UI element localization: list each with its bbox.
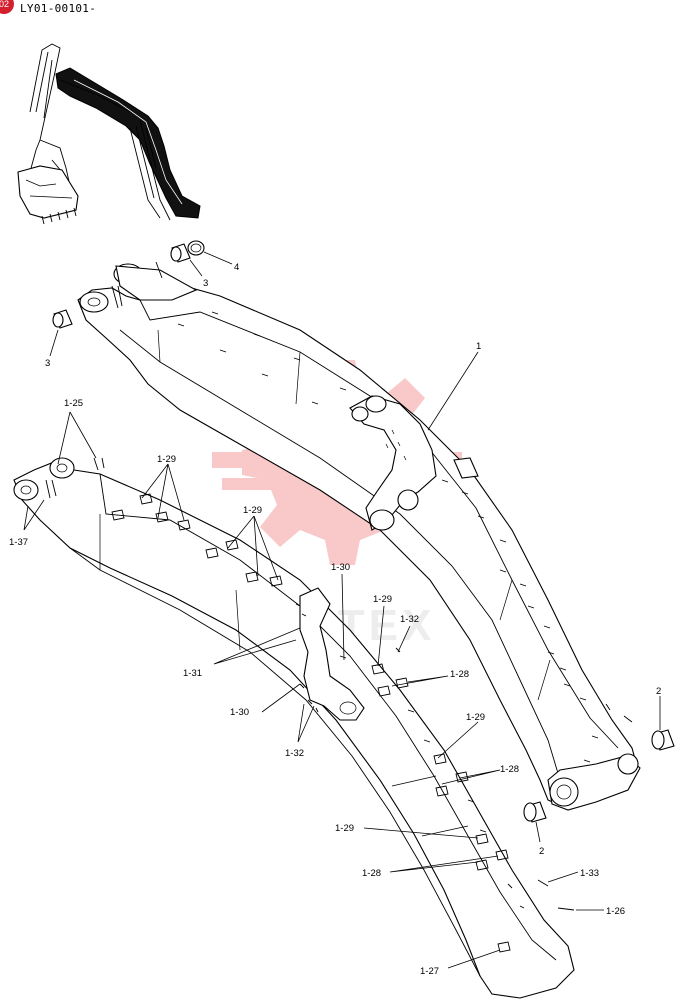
- center-bracket-boss: [397, 489, 419, 511]
- center-bracket-boss: [369, 509, 395, 531]
- callout-1-31: 1-31: [183, 668, 202, 679]
- callout-1-29: 1-29: [335, 823, 354, 834]
- lower-boom-foot-boss: [49, 457, 75, 479]
- callout-1-33: 1-33: [580, 868, 599, 879]
- center-bracket-holes: [385, 429, 407, 461]
- lower-boom-foot-pins: [45, 457, 105, 499]
- thumb-boom-highlight: [55, 67, 201, 219]
- callout-labels: 4 3 3 1 1-25 1-29 1-29 1-37 1-30 1-29 1-…: [9, 262, 661, 977]
- callout-1-27: 1-27: [420, 966, 439, 977]
- thumb-arm-inner: [35, 51, 53, 119]
- upper-boom-arm-end-boss: [549, 777, 579, 807]
- center-bracket-boss: [351, 406, 369, 422]
- callout-3: 3: [45, 358, 50, 369]
- callout-1-28: 1-28: [500, 764, 519, 775]
- excavator-thumbnail: [17, 43, 201, 225]
- bushing-part-2-end: [523, 802, 537, 822]
- callout-1-26: 1-26: [606, 906, 625, 917]
- callout-1-32: 1-32: [400, 614, 419, 625]
- bushing-part-3-end: [52, 312, 64, 328]
- thumb-boom-cylinder: [59, 79, 171, 221]
- lower-boom-center-plate: [299, 587, 365, 721]
- lower-boom-fittings: [295, 603, 575, 911]
- callout-1-28: 1-28: [362, 868, 381, 879]
- bushing-part-2-end: [651, 730, 665, 750]
- bushing-part-3-end: [170, 246, 182, 262]
- page-badge: 02: [0, 0, 14, 14]
- callout-2: 2: [539, 846, 544, 857]
- upper-boom-arm-end-boss: [617, 753, 639, 775]
- upper-boom-fittings: [177, 311, 633, 763]
- upper-boom-foot-boss: [79, 291, 109, 313]
- callout-3: 3: [203, 278, 208, 289]
- callout-4: 4: [234, 262, 239, 273]
- upper-boom-assembly: [77, 261, 641, 811]
- lower-boom-section: [99, 514, 469, 837]
- lower-boom-assembly: [13, 457, 575, 999]
- lower-boom-body: [13, 461, 575, 999]
- center-plate-hole: [339, 701, 357, 715]
- upper-boom-bottom-edge: [119, 329, 561, 781]
- callout-1-28: 1-28: [450, 669, 469, 680]
- callout-1-30: 1-30: [331, 562, 350, 573]
- center-bracket-boss: [365, 395, 387, 413]
- center-bracket-lug: [453, 457, 479, 479]
- thumb-boom-edge: [73, 79, 183, 205]
- lower-boom-foot-boss: [13, 479, 39, 501]
- upper-boom-foot-pin: [111, 261, 163, 309]
- callout-1-37: 1-37: [9, 537, 28, 548]
- lower-boom-bottom-edge: [69, 547, 481, 977]
- ring-part-4: [187, 240, 205, 256]
- lower-boom-foot-hole: [56, 463, 68, 473]
- lower-boom-foot-hole: [20, 485, 32, 495]
- upper-boom-arm-end-hole: [556, 784, 572, 800]
- lower-boom-pads: [111, 493, 511, 953]
- thumb-bucket: [17, 165, 79, 219]
- thumb-arm: [29, 43, 61, 151]
- thumb-bucket-detail: [25, 179, 73, 199]
- thumb-bucket-teeth: [41, 207, 77, 225]
- thumb-cylinder-rod: [129, 125, 161, 219]
- loose-parts: [52, 240, 675, 823]
- upper-boom-foot-bracket: [115, 265, 198, 301]
- badge-text: 02: [0, 0, 10, 9]
- callout-1-25: 1-25: [64, 398, 83, 409]
- upper-boom-section: [157, 329, 551, 701]
- document-code: LY01-00101-: [20, 2, 97, 15]
- callout-1-30: 1-30: [230, 707, 249, 718]
- callout-2: 2: [656, 686, 661, 697]
- callout-1: 1: [476, 341, 481, 352]
- callout-1-29: 1-29: [466, 712, 485, 723]
- ring-part-4-inner: [190, 243, 202, 253]
- upper-boom-foot-hole: [87, 297, 101, 307]
- callout-1-29: 1-29: [157, 454, 176, 465]
- leader-lines: [23, 251, 661, 969]
- lower-boom-top-edge: [99, 473, 557, 961]
- callout-1-29: 1-29: [373, 594, 392, 605]
- callout-1-32: 1-32: [285, 748, 304, 759]
- callout-1-29: 1-29: [243, 505, 262, 516]
